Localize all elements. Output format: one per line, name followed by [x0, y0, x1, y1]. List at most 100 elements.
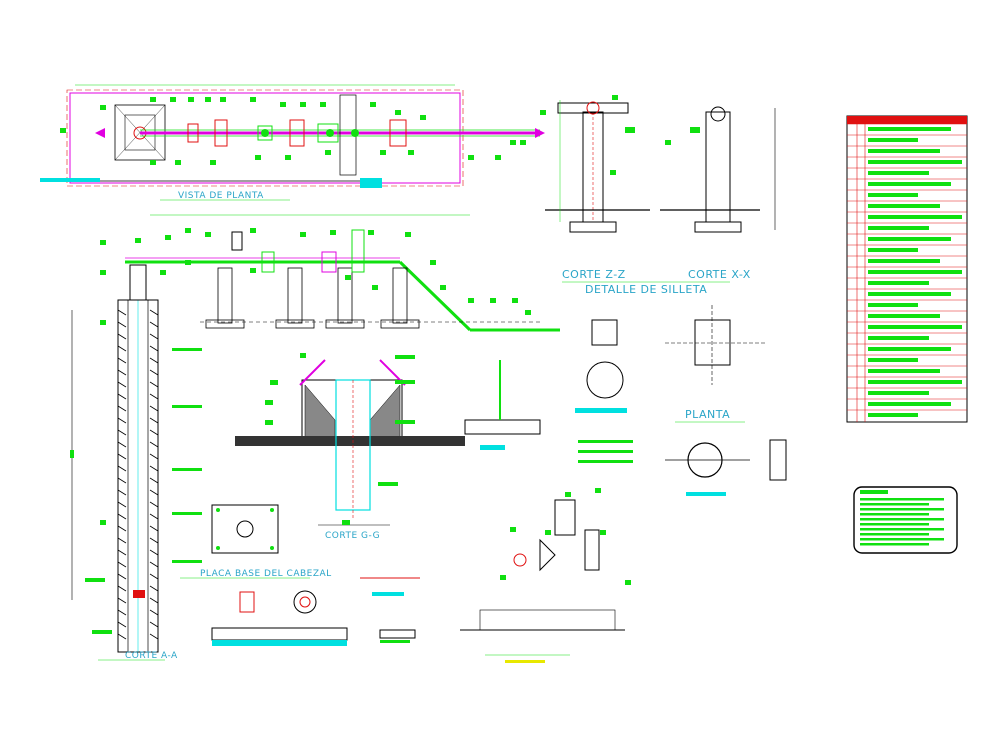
casing-hatch [149, 537, 159, 544]
section-x-title: CORTE X-X [688, 268, 751, 281]
table-cell-text [868, 226, 929, 230]
casing-hatch [149, 405, 159, 412]
casing-hatch [117, 477, 127, 484]
table-cell-text [868, 391, 929, 395]
casing-hatch [149, 369, 159, 376]
table-cell-text [868, 380, 962, 384]
table-cell-text [868, 248, 918, 252]
casing-hatch [149, 633, 159, 640]
casing-hatch [117, 309, 127, 316]
base-plate: PLACA BASE DEL CABEZAL [180, 504, 348, 646]
section-z-title: CORTE Z-Z [562, 268, 626, 281]
casing-hatch [149, 417, 159, 424]
plan-view-title: VISTA DE PLANTA [178, 191, 264, 201]
table-cell-text [868, 237, 951, 241]
table-cell-text [868, 292, 951, 296]
table-cell-text [868, 182, 951, 186]
casing-hatch [117, 453, 127, 460]
casing-hatch [149, 489, 159, 496]
casing-hatch [117, 489, 127, 496]
casing-hatch [117, 405, 127, 412]
base-plate-title: PLACA BASE DEL CABEZAL [200, 569, 332, 579]
note-line [860, 533, 929, 536]
planta-title: PLANTA [685, 408, 730, 421]
note-line [860, 498, 944, 501]
casing-hatch [149, 381, 159, 388]
table-cell-text [868, 149, 940, 153]
casing-hatch [117, 621, 127, 628]
section-gg-title: CORTE G-G [325, 531, 380, 541]
casing-hatch [117, 573, 127, 580]
table-cell-text [868, 336, 929, 340]
casing-hatch [149, 549, 159, 556]
casing-hatch [117, 585, 127, 592]
saddle-detail: CORTE Z-Z CORTE X-X DETALLE DE SILLETA [540, 95, 776, 296]
casing-hatch [117, 513, 127, 520]
note-line [860, 543, 929, 546]
table-cell-text [868, 215, 962, 219]
table-cell-text [868, 127, 951, 131]
casing-hatch [149, 309, 159, 316]
casing-hatch [117, 369, 127, 376]
table-cell-text [868, 413, 918, 417]
casing-hatch [117, 609, 127, 616]
casing-hatch [149, 333, 159, 340]
casing-hatch [117, 501, 127, 508]
saddle-detail-title: DETALLE DE SILLETA [585, 283, 707, 296]
table-cell-text [868, 281, 929, 285]
legend-table [846, 115, 968, 423]
table-cell-text [868, 347, 951, 351]
casing-hatch [149, 357, 159, 364]
casing-hatch [117, 597, 127, 604]
casing-hatch [117, 537, 127, 544]
casing-hatch [117, 561, 127, 568]
valve-detail [460, 319, 633, 663]
casing-hatch [149, 513, 159, 520]
casing-hatch [117, 549, 127, 556]
casing-hatch [149, 609, 159, 616]
casing-hatch [149, 465, 159, 472]
notes-box [853, 486, 958, 554]
well-section-aa: CORTE A-A [70, 264, 202, 661]
casing-hatch [117, 417, 127, 424]
elevation-view [100, 214, 560, 332]
table-cell-text [868, 193, 918, 197]
casing-hatch [117, 633, 127, 640]
casing-hatch [149, 393, 159, 400]
casing-hatch [149, 573, 159, 580]
casing-hatch [149, 621, 159, 628]
casing-hatch [117, 441, 127, 448]
table-cell-text [868, 138, 918, 142]
casing-hatch [117, 393, 127, 400]
table-cell-text [868, 259, 940, 263]
casing-hatch [149, 321, 159, 328]
table-cell-text [868, 314, 940, 318]
table-cell-text [868, 303, 918, 307]
casing-hatch [117, 333, 127, 340]
casing-hatch [117, 465, 127, 472]
casing-hatch [117, 525, 127, 532]
casing-hatch [149, 453, 159, 460]
casing-hatch [117, 381, 127, 388]
planta-detail: PLANTA [665, 305, 787, 496]
note-line [860, 538, 944, 541]
note-line [860, 508, 944, 511]
table-cell-text [868, 171, 929, 175]
table-cell-text [868, 402, 951, 406]
table-cell-text [868, 325, 962, 329]
table-cell-text [868, 369, 940, 373]
note-line [860, 503, 929, 506]
weld-details [360, 577, 420, 643]
casing-hatch [117, 357, 127, 364]
section-gg: CORTE G-G [235, 353, 465, 541]
casing-hatch [117, 321, 127, 328]
casing-hatch [149, 477, 159, 484]
note-line [860, 523, 929, 526]
section-aa-title: CORTE A-A [125, 651, 178, 661]
casing-hatch [149, 441, 159, 448]
casing-hatch [149, 525, 159, 532]
table-cell-text [868, 358, 918, 362]
note-line [860, 518, 944, 521]
casing-hatch [149, 561, 159, 568]
